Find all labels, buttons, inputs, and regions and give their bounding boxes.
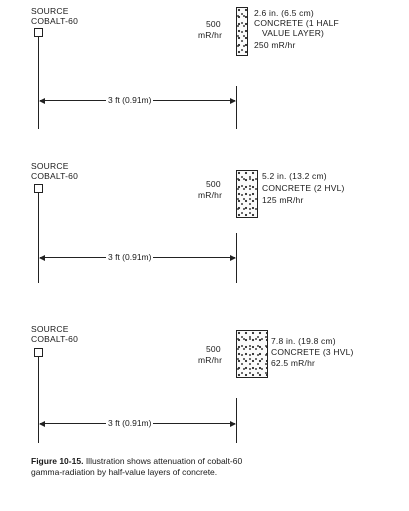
material-label-line1: CONCRETE (3 HVL) <box>271 347 354 357</box>
intensity-value: 500 <box>206 179 221 189</box>
arrow-left-icon <box>39 421 45 427</box>
intensity-value: 500 <box>206 344 221 354</box>
distance-label: 3 ft (0.91m) <box>106 95 154 105</box>
intensity-unit: mR/hr <box>198 30 223 40</box>
material-label-line2: VALUE LAYER) <box>262 28 325 38</box>
concrete-block <box>236 330 268 378</box>
panel-2: SOURCE COBALT-60 3 ft (0.91m) 500 mR/hr … <box>0 155 409 305</box>
source-box-icon <box>34 28 43 37</box>
figure-caption: Figure 10-15. Illustration shows attenua… <box>31 456 261 477</box>
arrow-left-icon <box>39 255 45 261</box>
thickness-label: 5.2 in. (13.2 cm) <box>262 171 327 181</box>
detector-line <box>236 86 237 129</box>
source-label-line1: SOURCE <box>31 161 69 171</box>
source-label-line1: SOURCE <box>31 6 69 16</box>
source-label-line2: COBALT-60 <box>31 16 78 26</box>
result-label: 125 mR/hr <box>262 195 304 205</box>
detector-line <box>236 233 237 283</box>
intensity-unit: mR/hr <box>198 190 223 200</box>
source-box-icon <box>34 184 43 193</box>
panel-3: SOURCE COBALT-60 3 ft (0.91m) 500 mR/hr … <box>0 318 409 453</box>
distance-label: 3 ft (0.91m) <box>106 252 154 262</box>
source-label-line2: COBALT-60 <box>31 171 78 181</box>
source-label-line2: COBALT-60 <box>31 334 78 344</box>
source-stand-line <box>38 357 39 443</box>
result-label: 250 mR/hr <box>254 40 296 50</box>
intensity-value: 500 <box>206 19 221 29</box>
source-box-icon <box>34 348 43 357</box>
panel-1: SOURCE COBALT-60 3 ft (0.91m) 500 mR/hr … <box>0 0 409 150</box>
figure-label: Figure 10-15. <box>31 456 84 466</box>
source-stand-line <box>38 37 39 129</box>
intensity-unit: mR/hr <box>198 355 223 365</box>
distance-label: 3 ft (0.91m) <box>106 418 154 428</box>
concrete-block <box>236 170 258 218</box>
concrete-block <box>236 7 248 56</box>
arrow-right-icon <box>230 255 236 261</box>
material-label-line1: CONCRETE (1 HALF <box>254 18 339 28</box>
arrow-left-icon <box>39 98 45 104</box>
source-label-line1: SOURCE <box>31 324 69 334</box>
source-stand-line <box>38 193 39 283</box>
thickness-label: 7.8 in. (19.8 cm) <box>271 336 336 346</box>
result-label: 62.5 mR/hr <box>271 358 316 368</box>
arrow-right-icon <box>230 98 236 104</box>
material-label-line1: CONCRETE (2 HVL) <box>262 183 345 193</box>
thickness-label: 2.6 in. (6.5 cm) <box>254 8 314 18</box>
caption-text: Illustration shows attenuation of cobalt… <box>31 456 243 477</box>
detector-line <box>236 398 237 443</box>
arrow-right-icon <box>230 421 236 427</box>
